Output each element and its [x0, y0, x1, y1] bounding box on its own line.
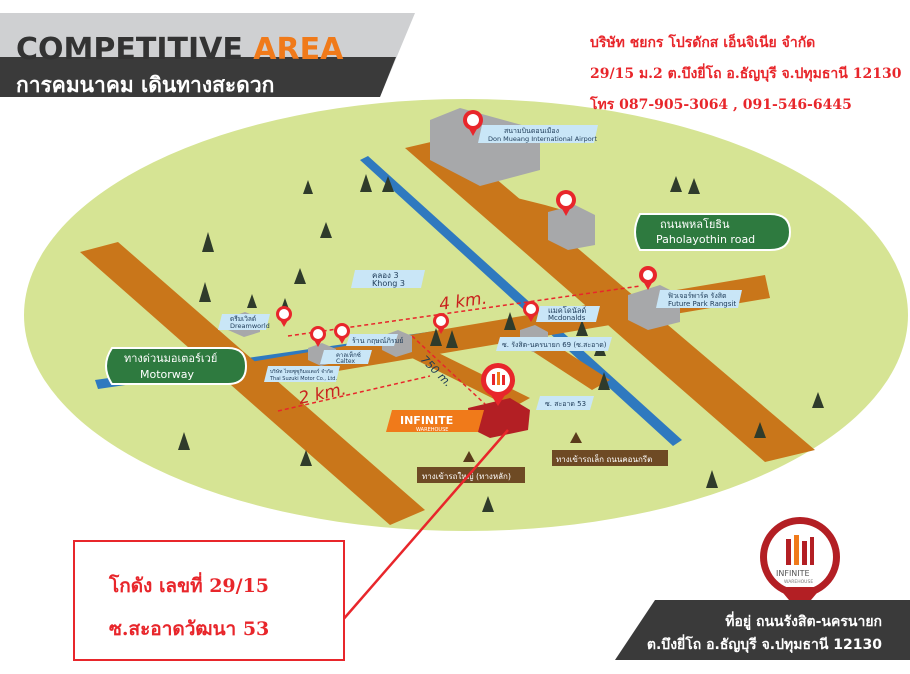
- location-pin-icon: [276, 306, 292, 327]
- building-zpark: [548, 205, 595, 250]
- warehouse-pin-icon: [481, 363, 515, 406]
- tree-icon: [247, 294, 257, 308]
- label-soi-rangsit: ซ. รังสิต-นครนายก 69 (ซ.สะอาด): [502, 341, 607, 349]
- location-pin-icon: [463, 110, 483, 136]
- building-warehouse: [468, 398, 530, 438]
- tree-icon: [303, 180, 313, 194]
- canal-diagonal: [360, 156, 682, 446]
- label-khlong3-th: คลอง 3: [372, 271, 399, 280]
- svg-text:Paholayothin road: Paholayothin road: [656, 233, 755, 246]
- tree-icon: [199, 282, 211, 302]
- footer-line2: ต.บึงยี่โถ อ.ธัญบุรี จ.ปทุมธานี 12130: [646, 637, 882, 653]
- page-subtitle: การคมนาคม เดินทางสะดวก: [16, 73, 275, 97]
- location-pin-icon: [310, 326, 326, 347]
- tree-icon: [598, 372, 610, 390]
- tree-icon: [320, 222, 332, 238]
- road-motorway: [80, 242, 425, 525]
- footer-line1: ที่อยู่ ถนนรังสิต-นครนายก: [725, 614, 882, 630]
- tree-icon: [294, 268, 306, 284]
- place-labels: สนามบินดอนเมือง Don Mueang International…: [218, 125, 742, 410]
- label-dreamworld-en: Dreamworld: [230, 322, 270, 330]
- tree-icon: [430, 328, 442, 346]
- road-sign-motorway: ทางด่วนมอเตอร์เวย์ Motorway: [105, 347, 248, 385]
- company-phone: โทร 087-905-3064 , 091-546-6445: [590, 97, 852, 113]
- tree-icon: [360, 174, 372, 192]
- label-future-park-th: ฟิวเจอร์พาร์ค รังสิต: [668, 292, 727, 300]
- location-pin-icon: [556, 190, 576, 216]
- company-name: บริษัท ชยกร โปรดักส เอ็นจิเนีย จำกัด: [590, 35, 816, 51]
- location-pin-icon: [334, 323, 350, 344]
- label-thai-suzuki: บริษัท ไทยซูซูกิมอเตอร์ จำกัด: [270, 368, 333, 375]
- entrance-small-label: ทางเข้ารถเล็ก ถนนคอนกรีต: [556, 454, 652, 464]
- road-sign-phaholyothin: ถนนพหลโยธิน Paholayothin road: [634, 213, 792, 251]
- label-dreamworld-th: ดรีมเวิลด์: [230, 315, 256, 323]
- label-future-park-en: Future Park Rangsit: [668, 300, 736, 308]
- label-restaurant: ร้าน กฤษณ์ภิรมย์: [352, 337, 403, 345]
- tree-icon: [504, 312, 516, 330]
- tree-icon: [300, 450, 312, 466]
- header-banner: COMPETITIVE AREA การคมนาคม เดินทางสะดวก: [0, 13, 415, 97]
- logo-pin: INFINITE WAREHOUSE: [760, 517, 840, 613]
- page-title: COMPETITIVE AREA: [16, 32, 344, 67]
- location-pin-icon: [639, 266, 657, 290]
- svg-text:ถนนพหลโยธิน: ถนนพหลโยธิน: [660, 217, 730, 231]
- company-address: 29/15 ม.2 ต.บึงยี่โถ อ.ธัญบุรี จ.ปทุมธาน…: [590, 66, 902, 82]
- pointer-line: [340, 429, 509, 623]
- label-mcdonalds-en: Mcdonalds: [548, 314, 586, 322]
- company-info: บริษัท ชยกร โปรดักส เอ็นจิเนีย จำกัด 29/…: [590, 28, 901, 121]
- tree-icon: [178, 432, 190, 450]
- location-line1: โกดัง เลขที่ 29/15: [109, 575, 270, 597]
- label-mcdonalds-th: แมคโดนัลด์: [548, 306, 586, 315]
- tree-icon: [670, 176, 682, 192]
- tree-icon: [382, 176, 394, 192]
- logo-name: INFINITE: [776, 569, 810, 578]
- trees: [178, 174, 824, 512]
- entrance-marker-icon: [463, 451, 475, 462]
- label-caltex-en: Caltex: [336, 358, 355, 365]
- tree-icon: [754, 422, 766, 438]
- tree-icon: [812, 392, 824, 408]
- brand-name: INFINITE: [400, 414, 453, 427]
- footer-banner: [615, 600, 910, 660]
- label-airport-th: สนามบินดอนเมือง: [504, 127, 559, 135]
- entrances: ทางเข้ารถใหญ่ (ทางหลัก) ทางเข้ารถเล็ก ถน…: [417, 432, 668, 483]
- label-thai-suzuki-en: Thai Suzuki Motor Co., Ltd.: [269, 376, 337, 382]
- location-line2: ซ.สะอาดวัฒนา 53: [109, 618, 270, 640]
- label-caltex-th: คาลเท็กซ์: [336, 350, 361, 359]
- brand-sub: WAREHOUSE: [416, 427, 448, 433]
- label-airport-en: Don Mueang International Airport: [488, 135, 597, 143]
- tree-icon: [688, 178, 700, 194]
- location-box: โกดัง เลขที่ 29/15 ซ.สะอาดวัฒนา 53: [73, 540, 345, 661]
- svg-text:Motorway: Motorway: [140, 368, 195, 381]
- banner-shape: [0, 13, 415, 97]
- pins: [276, 110, 657, 406]
- location-pin-icon: [433, 313, 449, 334]
- road-phaholyothin: [405, 138, 815, 462]
- tree-icon: [482, 496, 494, 512]
- entrance-marker-icon: [570, 432, 582, 443]
- warehouse-sign: INFINITE WAREHOUSE: [386, 410, 484, 433]
- label-khlong3-en: Khong 3: [372, 279, 405, 288]
- svg-text:ทางด่วนมอเตอร์เวย์: ทางด่วนมอเตอร์เวย์: [124, 352, 217, 365]
- label-soi-saard: ซ. สะอาด 53: [545, 400, 586, 408]
- tree-icon: [576, 320, 588, 336]
- tree-icon: [202, 232, 214, 252]
- field-area: [24, 99, 908, 531]
- tree-icon: [446, 330, 458, 348]
- logo-sub: WAREHOUSE: [784, 579, 813, 585]
- location-pin-icon: [523, 301, 539, 322]
- tree-icon: [706, 470, 718, 488]
